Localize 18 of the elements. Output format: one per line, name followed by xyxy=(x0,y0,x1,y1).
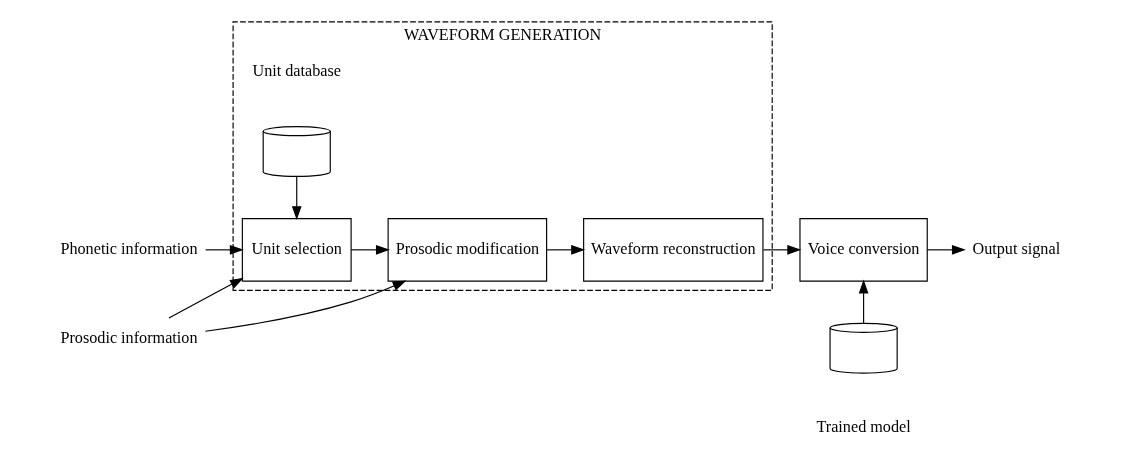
arrow xyxy=(205,245,244,255)
arrow xyxy=(291,176,302,221)
node-box: Waveform reconstruction xyxy=(583,218,764,282)
node-text: Phonetic information xyxy=(60,240,198,259)
arrow xyxy=(204,280,407,332)
arrow xyxy=(858,279,869,324)
arrow xyxy=(926,245,966,255)
arrow xyxy=(762,245,802,255)
node-box: Unit selection xyxy=(241,218,352,282)
node-label: Unit database xyxy=(252,61,342,80)
arrow xyxy=(546,245,586,255)
node-label: Trained model xyxy=(816,418,911,437)
node-text: Output signal xyxy=(972,240,1061,259)
arrow xyxy=(168,277,244,319)
node-box: Prosodic modification xyxy=(387,218,548,282)
arrow xyxy=(350,245,390,255)
node-text: Prosodic information xyxy=(60,329,198,348)
node-box: Voice conversion xyxy=(799,218,928,282)
